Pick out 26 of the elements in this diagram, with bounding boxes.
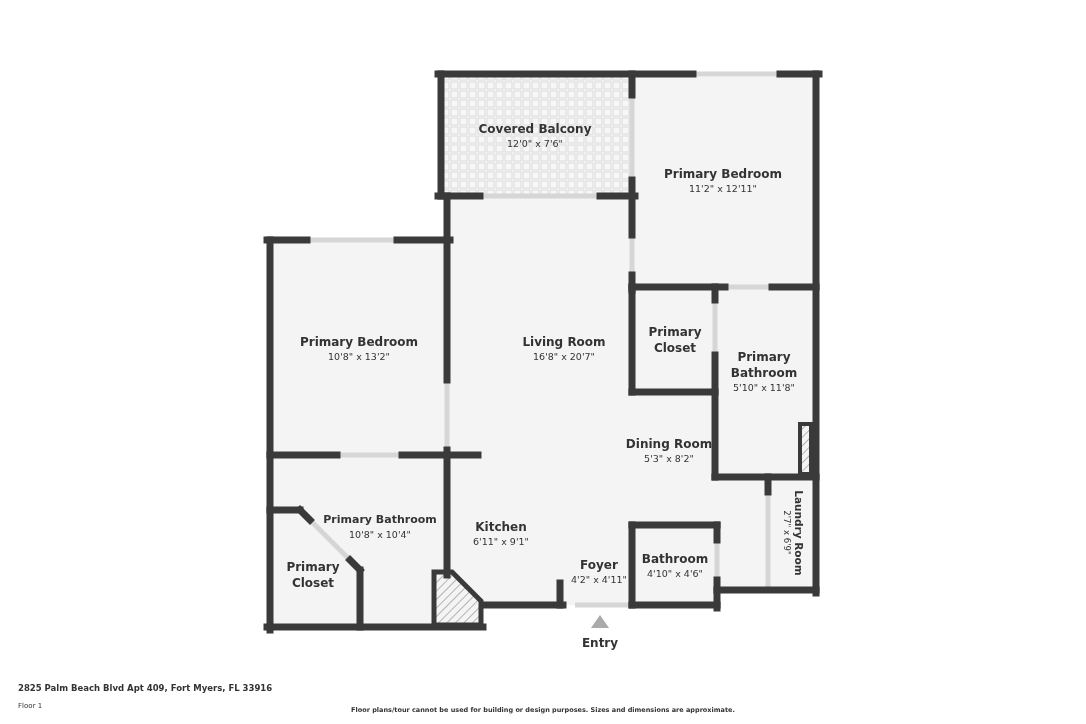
room-dimensions: 16'8" x 20'7" <box>533 349 595 363</box>
room-dimensions: 12'0" x 7'6" <box>507 136 563 150</box>
room-dimensions: 10'8" x 10'4" <box>349 527 411 541</box>
room-name: Primary Bedroom <box>299 333 419 350</box>
room-dimensions: 11'2" x 12'11" <box>689 181 757 195</box>
room-name: Foyer <box>580 556 618 573</box>
room-name: Kitchen <box>475 518 527 535</box>
room-dimensions: 2'7" x 6'9" <box>780 510 792 556</box>
room-dimensions: 5'10" x 11'8" <box>733 380 795 394</box>
address-text: 2825 Palm Beach Blvd Apt 409, Fort Myers, FL 33916 <box>18 683 273 693</box>
room-dimensions: 4'10" x 4'6" <box>647 566 703 580</box>
room-name: Primary Closet <box>285 559 341 591</box>
room-name: Primary Closet <box>647 324 703 356</box>
room-name: Covered Balcony <box>478 120 592 137</box>
room-dimensions: 10'8" x 13'2" <box>328 349 390 363</box>
room-dimensions: 5'3" x 8'2" <box>644 451 694 465</box>
entry-label: Entry <box>581 636 619 650</box>
room-name: Living Room <box>522 333 606 350</box>
room-name: Primary Bathroom <box>729 348 799 381</box>
room-dimensions: 6'11" x 9'1" <box>473 534 529 548</box>
room-name: Bathroom <box>641 550 709 567</box>
room-name: Primary Bedroom <box>663 165 783 182</box>
room-name: Laundry Room <box>791 490 806 576</box>
room-name: Dining Room <box>625 435 713 452</box>
room-dimensions: 4'2" x 4'11" <box>571 572 627 586</box>
room-name: Primary Bathroom <box>323 511 437 528</box>
